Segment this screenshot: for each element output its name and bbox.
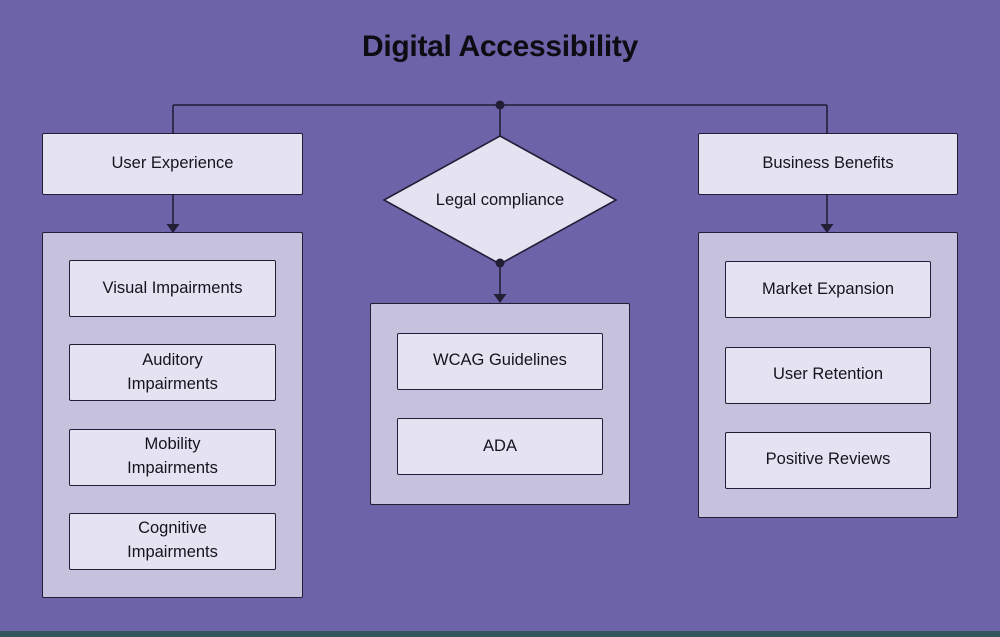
node-cognitive-impairments: Cognitive Impairments — [69, 512, 276, 570]
node-auditory-impairments: Auditory Impairments — [69, 344, 276, 402]
junction-dot-top — [495, 100, 505, 110]
node-legal-compliance: Legal compliance — [384, 136, 616, 264]
node-mobility-impairments-label: Mobility Impairments — [127, 435, 218, 478]
decision-diamond-shape — [382, 135, 618, 265]
node-ada-label: ADA — [483, 436, 517, 455]
group-user-experience: Visual Impairments Auditory Impairments … — [42, 232, 303, 598]
node-user-retention: User Retention — [725, 346, 931, 404]
node-ada: ADA — [397, 418, 603, 476]
node-positive-reviews: Positive Reviews — [725, 431, 931, 489]
node-visual-impairments-label: Visual Impairments — [102, 278, 243, 297]
node-user-retention-label: User Retention — [772, 365, 884, 384]
node-user-experience: User Experience — [42, 133, 303, 195]
node-market-expansion: Market Expansion — [725, 261, 931, 319]
node-visual-impairments: Visual Impairments — [69, 260, 276, 318]
node-wcag-guidelines: WCAG Guidelines — [397, 332, 603, 390]
node-cognitive-impairments-label: Cognitive Impairments — [127, 519, 218, 562]
group-legal-compliance: WCAG Guidelines ADA — [370, 303, 630, 505]
node-business-benefits-label: Business Benefits — [762, 154, 894, 173]
node-business-benefits: Business Benefits — [698, 133, 958, 195]
node-market-expansion-label: Market Expansion — [761, 279, 895, 298]
junction-dot-diamond — [495, 258, 505, 268]
bottom-edge-strip — [0, 631, 1000, 637]
arrowhead-icon-center — [493, 294, 507, 303]
node-user-experience-label: User Experience — [111, 154, 234, 173]
diagram-title: Digital Accessibility — [361, 30, 639, 63]
node-legal-compliance-label: Legal compliance — [435, 190, 565, 209]
node-auditory-impairments-label: Auditory Impairments — [127, 350, 218, 393]
group-business-benefits: Market Expansion User Retention Positive… — [698, 232, 958, 518]
node-wcag-guidelines-label: WCAG Guidelines — [433, 351, 567, 370]
node-mobility-impairments: Mobility Impairments — [69, 428, 276, 486]
node-positive-reviews-label: Positive Reviews — [765, 450, 891, 469]
